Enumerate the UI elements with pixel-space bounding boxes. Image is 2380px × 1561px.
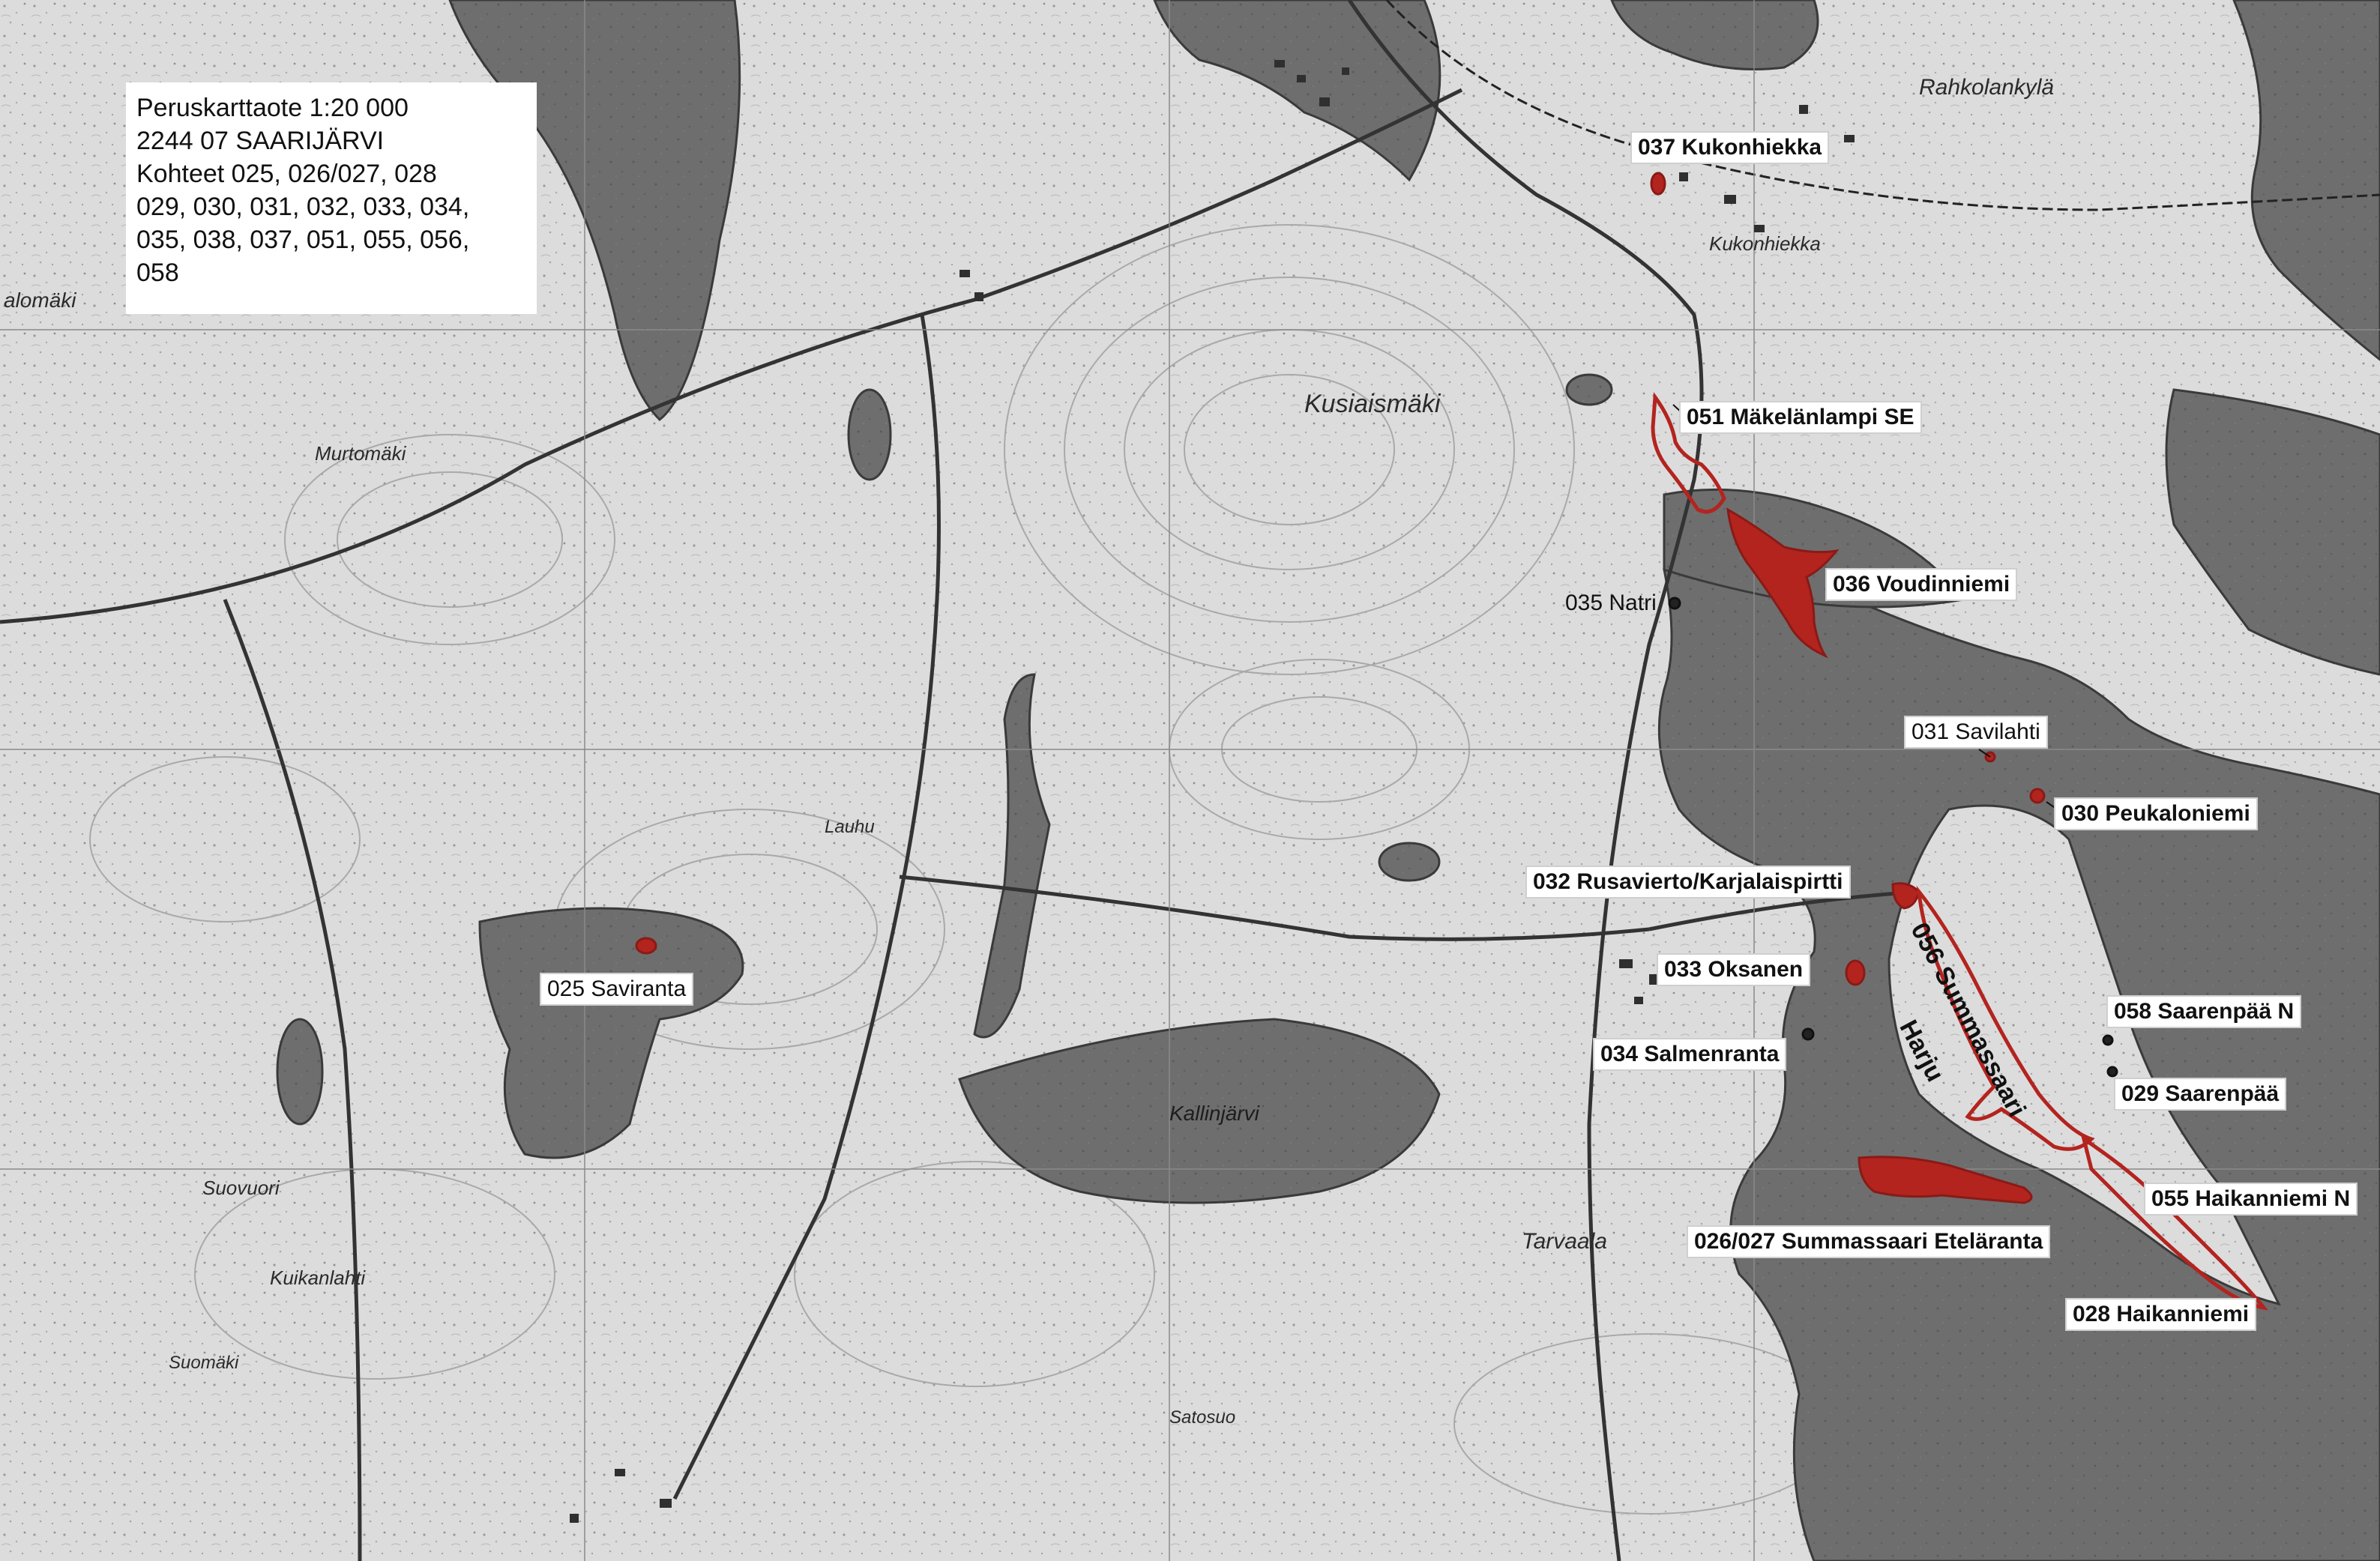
- place-suomaki: Suomäki: [169, 1353, 239, 1373]
- place-kusiaismaki: Kusiaismäki: [1304, 390, 1441, 418]
- pond-4: [1378, 842, 1441, 882]
- roads: [0, 0, 1920, 1561]
- lake-saviranta: [478, 907, 744, 1159]
- site-029-marker: [2106, 1066, 2118, 1078]
- site-036-area: [1726, 507, 1840, 659]
- site-058-marker: [2102, 1034, 2114, 1046]
- site-033-marker: [1845, 959, 1866, 986]
- place-kuikanlahti: Kuikanlahti: [270, 1266, 366, 1289]
- title-line-1: Peruskarttaote 1:20 000: [136, 94, 409, 122]
- title-line-6: 058: [136, 259, 179, 287]
- title-line-4: 029, 030, 031, 032, 033, 034,: [136, 193, 470, 221]
- place-kukonhiekka: Kukonhiekka: [1709, 232, 1821, 255]
- site-label-035[interactable]: 035 Natri: [1565, 591, 1657, 615]
- site-label-026[interactable]: 026/027 Summassaari Eteläranta: [1687, 1225, 2051, 1258]
- summassaari-peninsula: [1888, 804, 2281, 1306]
- site-label-034[interactable]: 034 Salmenranta: [1593, 1038, 1787, 1071]
- site-056-outline: [1916, 885, 2095, 1151]
- place-rahkolankyla: Rahkolankylä: [1919, 75, 2055, 100]
- lake-kallinjarvi: [958, 1018, 1441, 1204]
- site-label-036[interactable]: 036 Voudinniemi: [1825, 568, 2018, 601]
- site-026-area: [1858, 1156, 2033, 1204]
- site-label-031[interactable]: 031 Savilahti: [1904, 716, 2048, 749]
- title-line-2: 2244 07 SAARIJÄRVI: [136, 127, 385, 155]
- site-label-055[interactable]: 055 Haikanniemi N: [2144, 1183, 2358, 1216]
- site-label-032[interactable]: 032 Rusavierto/Karjalaispirtti: [1525, 866, 1851, 899]
- site-051-outline: [1651, 392, 1726, 514]
- lake-east-bay: [2165, 388, 2380, 676]
- pond-3: [276, 1018, 324, 1126]
- site-030-marker: [2029, 788, 2046, 804]
- lake-east-top: [2232, 0, 2380, 361]
- site-label-025[interactable]: 025 Saviranta: [540, 973, 694, 1006]
- site-034-marker: [1801, 1027, 1815, 1041]
- pond-2: [1565, 373, 1613, 406]
- place-lauhu: Lauhu: [825, 817, 875, 837]
- site-label-051[interactable]: 051 Mäkelänlampi SE: [1679, 401, 1922, 434]
- place-kallinjarvi: Kallinjärvi: [1169, 1102, 1259, 1125]
- site-label-029[interactable]: 029 Saarenpää: [2114, 1078, 2287, 1111]
- site-037-marker: [1650, 172, 1666, 196]
- title-line-5: 035, 038, 037, 051, 055, 056,: [136, 226, 470, 254]
- site-label-058[interactable]: 058 Saarenpää N: [2106, 995, 2302, 1028]
- map-title-box: Peruskarttaote 1:20 000 2244 07 SAARIJÄR…: [126, 82, 537, 314]
- title-line-3: Kohteet 025, 026/027, 028: [136, 160, 437, 188]
- place-tarvaala: Tarvaala: [1522, 1229, 1607, 1254]
- site-label-030[interactable]: 030 Peukaloniemi: [2054, 797, 2258, 830]
- place-satosuo: Satosuo: [1169, 1407, 1236, 1428]
- place-murtomaki: Murtomäki: [315, 442, 406, 465]
- site-035-marker: [1668, 597, 1681, 610]
- site-label-028[interactable]: 028 Haikanniemi: [2065, 1298, 2257, 1331]
- site-label-033[interactable]: 033 Oksanen: [1657, 953, 1811, 986]
- site-label-037[interactable]: 037 Kukonhiekka: [1630, 131, 1830, 164]
- lake-northeast: [1610, 0, 1819, 70]
- site-032-area: [1891, 882, 1920, 910]
- river-central: [973, 673, 1051, 1039]
- railway: [1385, 0, 2380, 211]
- site-025-marker: [635, 937, 657, 955]
- place-alomaki: alomäki: [4, 289, 76, 312]
- pond-1: [847, 388, 892, 481]
- place-suovuori: Suovuori: [202, 1177, 280, 1199]
